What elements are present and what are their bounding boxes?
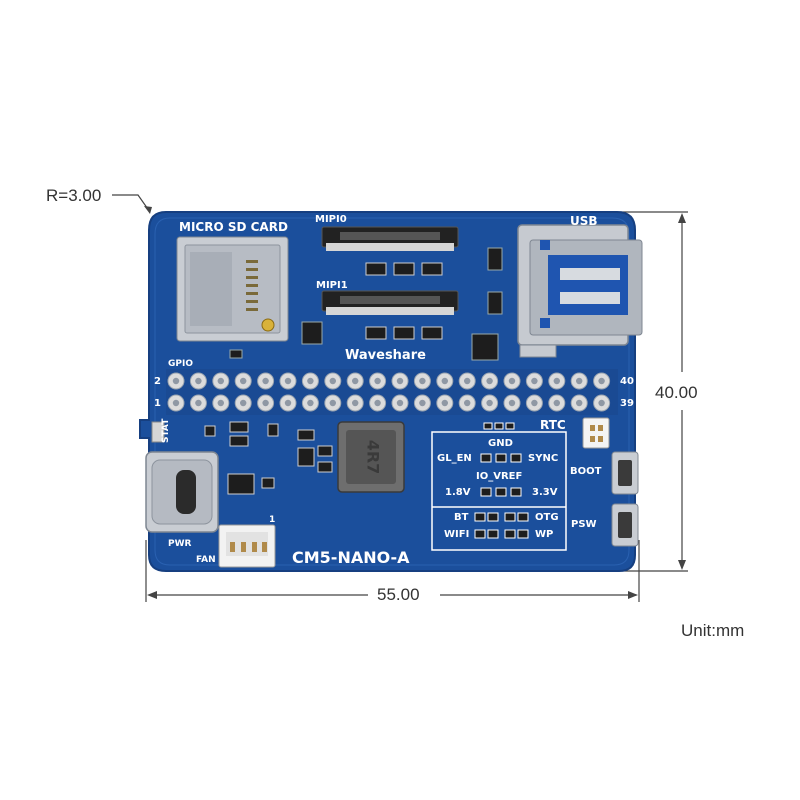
boot-button: [611, 451, 639, 495]
boot-label: BOOT: [570, 466, 602, 477]
gpio-pin-40-label: 40: [620, 376, 634, 387]
gpio-pin-hole: [240, 399, 247, 407]
corner-radius-label: R=3.00: [46, 186, 102, 205]
gpio-pin-hole: [307, 377, 314, 385]
gpio-pin-hole: [262, 377, 269, 385]
gpio-pin-hole: [486, 399, 493, 407]
gpio-pin-hole: [172, 399, 180, 407]
gpio-pin-2-label: 2: [154, 376, 161, 387]
gpio-pin-hole: [464, 377, 471, 385]
gpio-pin-hole: [531, 377, 538, 385]
wifi-label: WIFI: [444, 529, 470, 540]
radius-leader-line: [112, 194, 151, 213]
psw-label: PSW: [571, 519, 597, 530]
height-arrow-top: [678, 213, 686, 223]
gpio-pin-hole: [374, 377, 381, 385]
gpio-pin-hole: [464, 399, 471, 407]
status-led: [151, 421, 165, 443]
sync-label: SYNC: [528, 453, 559, 464]
gpio-pin-hole: [352, 399, 359, 407]
gpio-pin-hole: [352, 377, 359, 385]
gpio-pin-hole: [598, 399, 605, 407]
mipi-passive-components: [365, 262, 443, 340]
gpio-pin-hole: [374, 399, 381, 407]
otg-label: OTG: [535, 512, 559, 523]
height-dimension-label: 40.00: [655, 383, 698, 402]
board-name-label: CM5-NANO-A: [292, 548, 410, 567]
gpio-pin-hole: [419, 377, 426, 385]
v33-label: 3.3V: [532, 487, 558, 498]
misc-components: [204, 421, 333, 495]
gpio-pin-hole: [508, 399, 516, 407]
width-arrow-right: [628, 591, 638, 599]
gpio-pin-hole: [419, 399, 426, 407]
width-arrow-left: [147, 591, 157, 599]
gpio-pin-hole: [172, 377, 180, 385]
pcb-inner-shade: [154, 217, 630, 566]
gpio-pin-hole: [553, 377, 560, 385]
micro-sd-label: MICRO SD CARD: [179, 220, 288, 234]
dimension-lines: [112, 194, 688, 602]
io-vref-label: IO_VREF: [476, 471, 523, 482]
gpio-pin-1-label: 1: [154, 398, 161, 409]
v18-label: 1.8V: [445, 487, 471, 498]
gpio-pin-hole: [284, 377, 292, 385]
gpio-pin-hole: [217, 377, 224, 385]
mipi1-label: MIPI1: [316, 280, 348, 291]
gpio-pin-hole: [284, 399, 292, 407]
gpio-pin-hole: [508, 377, 516, 385]
unit-label: Unit:mm: [681, 621, 745, 640]
micro-sd-slot: [176, 236, 289, 342]
bt-label: BT: [454, 512, 469, 523]
gpio-pin-hole: [396, 399, 404, 407]
psw-button: [611, 503, 639, 547]
brand-label: Waveshare: [345, 348, 426, 363]
pwr-label: PWR: [168, 539, 192, 549]
usb-a-connector: [517, 224, 643, 358]
gpio-header: [166, 369, 618, 415]
fan-pin-1-label: 1: [269, 515, 276, 525]
gpio-pin-hole: [576, 377, 583, 385]
wp-label: WP: [535, 529, 554, 540]
gpio-pin-hole: [553, 399, 560, 407]
gpio-pin-hole: [576, 399, 583, 407]
gl-en-label: GL_EN: [437, 453, 472, 464]
rtc-connector: [582, 417, 610, 449]
gpio-pin-hole: [195, 399, 202, 407]
inductor-4r7: [337, 421, 405, 493]
gpio-pin-hole: [262, 399, 269, 407]
gpio-pin-hole: [329, 377, 336, 385]
gpio-pin-hole: [396, 377, 404, 385]
gpio-pin-hole: [598, 377, 605, 385]
radius-arrowhead: [144, 206, 152, 214]
mipi1-connector: [321, 290, 459, 315]
usb-label: USB: [570, 214, 598, 228]
gpio-pin-hole: [307, 399, 314, 407]
config-block: [431, 431, 567, 551]
fan-connector: [218, 524, 276, 568]
gpio-pin-hole: [486, 377, 493, 385]
width-dimension-label: 55.00: [377, 585, 420, 604]
mipi0-connector: [321, 226, 459, 251]
usb-c-power-connector: [145, 451, 219, 533]
gpio-pin-hole: [217, 399, 224, 407]
gpio-pin-hole: [240, 377, 247, 385]
stat-label: STAT: [161, 418, 171, 443]
inductor-label: 4R7: [363, 439, 383, 475]
gpio-pin-hole: [531, 399, 538, 407]
config-jumpers: [474, 422, 529, 539]
gpio-label: GPIO: [168, 359, 193, 369]
gpio-pin-hole: [195, 377, 202, 385]
fan-label: FAN: [196, 555, 216, 565]
usb-support-chips: [229, 247, 503, 361]
gpio-pin-39-label: 39: [620, 398, 634, 409]
rtc-label: RTC: [540, 418, 566, 432]
gpio-pin-hole: [441, 399, 448, 407]
mipi0-label: MIPI0: [315, 214, 347, 225]
gpio-pin-hole: [329, 399, 336, 407]
gnd-label: GND: [488, 438, 513, 449]
height-arrow-bottom: [678, 560, 686, 570]
gpio-pin-hole: [441, 377, 448, 385]
